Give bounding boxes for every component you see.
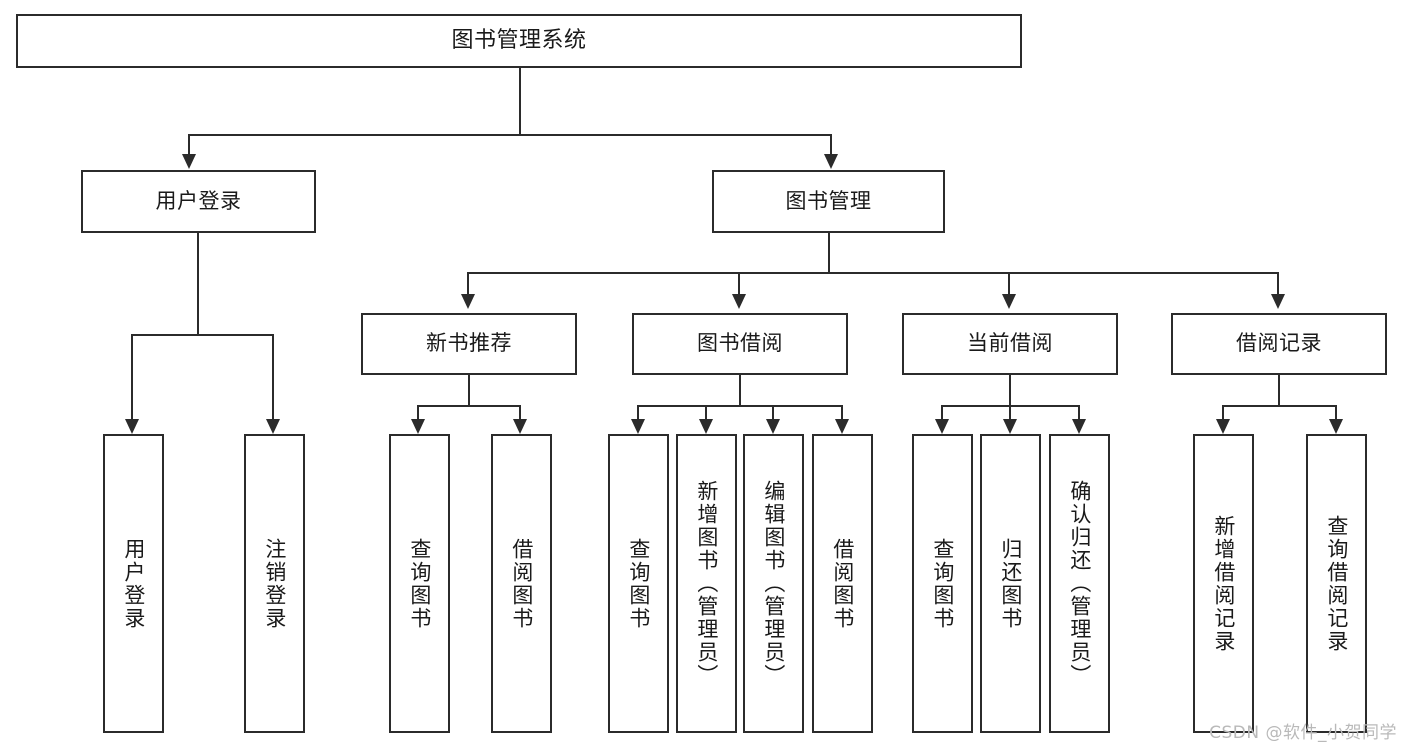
node-leaf-confirm-return-label: 确认归还（管理员） [1067, 480, 1092, 687]
node-leaf-user-logout-label: 注销登录 [262, 537, 287, 630]
node-new-book-recommend[interactable]: 新书推荐 [361, 313, 577, 375]
node-book-borrow-label: 图书借阅 [697, 331, 783, 356]
node-leaf-edit-book-label: 编辑图书（管理员） [761, 480, 786, 687]
arrow-to-leaf-query-book-2 [631, 419, 645, 434]
node-book-management-label: 图书管理 [785, 188, 872, 213]
node-book-management[interactable]: 图书管理 [712, 170, 945, 233]
connector-user-login-leg-2 [272, 334, 274, 419]
connector-level3-leg-2 [738, 272, 740, 294]
arrow-to-leaf-edit-book [766, 419, 780, 434]
arrow-to-current-borrow [1002, 294, 1016, 309]
connector-user-login-bus [131, 334, 272, 336]
node-leaf-add-book-label: 新增图书（管理员） [694, 480, 719, 687]
node-new-book-recommend-label: 新书推荐 [426, 331, 512, 356]
node-borrow-record[interactable]: 借阅记录 [1171, 313, 1387, 375]
connector-nbr-leg-1 [417, 405, 419, 419]
node-user-login-label: 用户登录 [155, 188, 242, 213]
connector-user-login-stem [197, 233, 199, 334]
connector-bb-leg-1 [637, 405, 639, 419]
connector-nbr-leg-2 [519, 405, 521, 419]
arrow-to-leaf-user-logout [266, 419, 280, 434]
connector-user-login-leg-1 [131, 334, 133, 419]
arrow-to-leaf-return-book [1003, 419, 1017, 434]
node-leaf-borrow-book-2[interactable]: 借阅图书 [812, 434, 873, 733]
node-leaf-add-record-label: 新增借阅记录 [1211, 514, 1236, 653]
connector-level3-leg-4 [1277, 272, 1279, 294]
node-root-label: 图书管理系统 [451, 27, 587, 53]
connector-level3-bus [467, 272, 1279, 274]
node-leaf-borrow-book-1-label: 借阅图书 [509, 537, 534, 630]
node-current-borrow-label: 当前借阅 [967, 331, 1053, 356]
connector-cb-leg-1 [941, 405, 943, 419]
node-leaf-query-book-2[interactable]: 查询图书 [608, 434, 669, 733]
node-leaf-add-book[interactable]: 新增图书（管理员） [676, 434, 737, 733]
arrow-to-new-book-recommend [461, 294, 475, 309]
connector-bb-leg-3 [772, 405, 774, 419]
connector-root-stem [519, 68, 521, 134]
arrow-to-leaf-borrow-book-2 [835, 419, 849, 434]
node-leaf-user-login[interactable]: 用户登录 [103, 434, 164, 733]
connector-cb-leg-2 [1009, 405, 1011, 419]
connector-level3-leg-1 [467, 272, 469, 294]
node-leaf-borrow-book-1[interactable]: 借阅图书 [491, 434, 552, 733]
connector-br-leg-2 [1335, 405, 1337, 419]
node-leaf-return-book[interactable]: 归还图书 [980, 434, 1041, 733]
arrow-to-leaf-add-record [1216, 419, 1230, 434]
connector-book-management-stem [828, 233, 830, 272]
arrow-to-leaf-confirm-return [1072, 419, 1086, 434]
arrow-to-book-management [824, 154, 838, 169]
node-leaf-query-book-2-label: 查询图书 [626, 537, 651, 630]
arrow-to-book-borrow [732, 294, 746, 309]
arrow-to-leaf-query-book-3 [935, 419, 949, 434]
node-leaf-confirm-return[interactable]: 确认归还（管理员） [1049, 434, 1110, 733]
node-leaf-query-record[interactable]: 查询借阅记录 [1306, 434, 1367, 733]
node-user-login[interactable]: 用户登录 [81, 170, 316, 233]
connector-bb-bus [637, 405, 841, 407]
connector-bb-leg-2 [705, 405, 707, 419]
node-root[interactable]: 图书管理系统 [16, 14, 1022, 68]
arrow-to-leaf-query-record [1329, 419, 1343, 434]
node-leaf-return-book-label: 归还图书 [998, 537, 1023, 630]
connector-cb-leg-3 [1078, 405, 1080, 419]
connector-bb-leg-4 [841, 405, 843, 419]
arrow-to-borrow-record [1271, 294, 1285, 309]
connector-level3-leg-3 [1008, 272, 1010, 294]
connector-br-stem [1278, 375, 1280, 405]
connector-level2-bus [188, 134, 832, 136]
arrow-to-leaf-add-book [699, 419, 713, 434]
node-book-borrow[interactable]: 图书借阅 [632, 313, 848, 375]
csdn-watermark: CSDN @软件_小贺同学 [1209, 723, 1397, 743]
node-leaf-borrow-book-2-label: 借阅图书 [830, 537, 855, 630]
connector-cb-stem [1009, 375, 1011, 405]
connector-bb-stem [739, 375, 741, 405]
arrow-to-leaf-borrow-book-1 [513, 419, 527, 434]
arrow-to-leaf-user-login [125, 419, 139, 434]
arrow-to-user-login [182, 154, 196, 169]
node-leaf-add-record[interactable]: 新增借阅记录 [1193, 434, 1254, 733]
connector-level2-leg-left [188, 134, 190, 154]
connector-level2-leg-right [830, 134, 832, 154]
node-leaf-query-book-1[interactable]: 查询图书 [389, 434, 450, 733]
connector-nbr-stem [468, 375, 470, 405]
connector-br-bus [1222, 405, 1335, 407]
node-current-borrow[interactable]: 当前借阅 [902, 313, 1118, 375]
node-borrow-record-label: 借阅记录 [1236, 331, 1322, 356]
node-leaf-query-book-3[interactable]: 查询图书 [912, 434, 973, 733]
node-leaf-query-record-label: 查询借阅记录 [1324, 514, 1349, 653]
connector-nbr-bus [417, 405, 519, 407]
node-leaf-user-login-label: 用户登录 [121, 537, 146, 630]
connector-br-leg-1 [1222, 405, 1224, 419]
node-leaf-edit-book[interactable]: 编辑图书（管理员） [743, 434, 804, 733]
node-leaf-query-book-1-label: 查询图书 [407, 537, 432, 630]
node-leaf-user-logout[interactable]: 注销登录 [244, 434, 305, 733]
arrow-to-leaf-query-book-1 [411, 419, 425, 434]
node-leaf-query-book-3-label: 查询图书 [930, 537, 955, 630]
